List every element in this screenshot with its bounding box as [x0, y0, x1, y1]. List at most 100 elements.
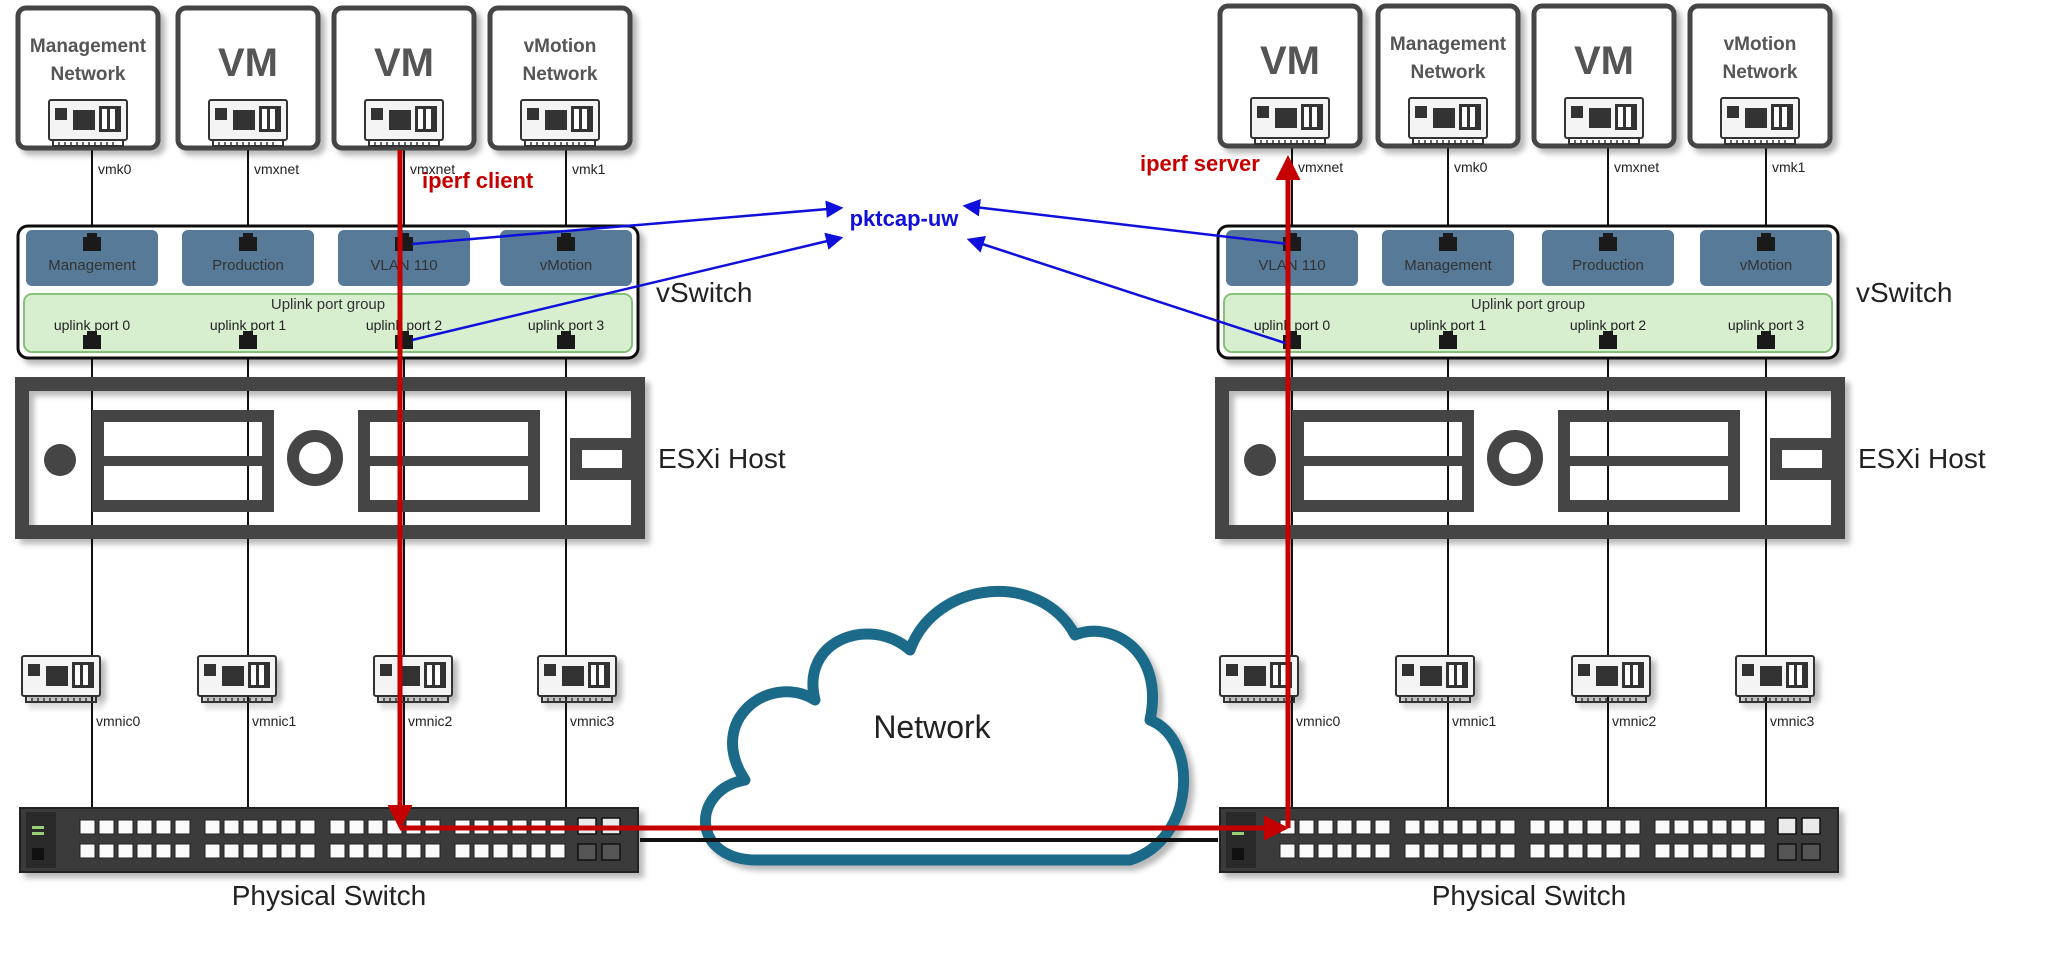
drive-bay — [1292, 410, 1474, 512]
switch-port — [367, 819, 384, 835]
switch-port — [1586, 819, 1603, 835]
switch-port — [261, 819, 278, 835]
chassis-frame — [15, 377, 645, 539]
switch-uplink-port — [601, 843, 621, 861]
switch-port — [280, 819, 297, 835]
vnic-card-icon — [1564, 97, 1644, 145]
pktcap-arrow-uplink0-right — [966, 236, 1289, 346]
portgroup-label: Production — [1572, 257, 1644, 274]
switch-port — [174, 843, 191, 859]
vnic-name: vmxnet — [1614, 159, 1659, 175]
switch-port — [223, 819, 240, 835]
portgroup — [182, 230, 314, 286]
portgroup — [338, 230, 470, 286]
switch-port — [1404, 819, 1421, 835]
switch-chassis — [19, 807, 639, 873]
switch-port — [386, 843, 403, 859]
switch-port — [1355, 843, 1372, 859]
physical-nic-icon — [21, 655, 101, 703]
switch-port — [1567, 843, 1584, 859]
vnic-card-icon — [208, 99, 288, 147]
switch-port — [1529, 843, 1546, 859]
pktcap-label: pktcap-uw — [850, 206, 960, 231]
switch-port — [1605, 819, 1622, 835]
vnic-name: vmk0 — [98, 161, 132, 177]
switch-port — [1336, 819, 1353, 835]
switch-port — [204, 843, 221, 859]
switch-port — [1567, 819, 1584, 835]
esxi-host-label: ESXi Host — [658, 443, 786, 474]
network-cloud: Network — [699, 586, 1190, 866]
drive-bay — [358, 410, 540, 512]
switch-port — [348, 843, 365, 859]
physical-nic-icon — [197, 655, 277, 703]
vmnic-label: vmnic0 — [96, 713, 141, 729]
portgroup — [1700, 230, 1832, 286]
esxi-host-label: ESXi Host — [1858, 443, 1986, 474]
uplink-group-label: Uplink port group — [1471, 296, 1585, 313]
physical-switch-label: Physical Switch — [1432, 880, 1627, 911]
switch-port — [1461, 843, 1478, 859]
switch-port — [511, 843, 528, 859]
chassis-knob-icon — [287, 430, 343, 486]
switch-port — [155, 819, 172, 835]
switch-port — [1442, 843, 1459, 859]
switch-port — [1749, 819, 1766, 835]
switch-port — [1317, 819, 1334, 835]
physical-nic-icon — [537, 655, 617, 703]
switch-port — [1673, 819, 1690, 835]
switch-port — [1298, 819, 1315, 835]
power-indicator-icon — [1244, 444, 1276, 476]
vnic-card-icon — [1720, 97, 1800, 145]
portgroup-label: Production — [212, 257, 284, 274]
vmnic-label: vmnic1 — [252, 713, 297, 729]
switch-port — [1461, 819, 1478, 835]
vnic-name: vmk1 — [1772, 159, 1806, 175]
switch-port — [1749, 843, 1766, 859]
switch-port — [242, 843, 259, 859]
switch-port — [1654, 819, 1671, 835]
switch-led-icon — [1232, 832, 1244, 835]
switch-port — [1480, 819, 1497, 835]
switch-console-port — [1232, 848, 1244, 860]
switch-port — [1654, 843, 1671, 859]
physical-nic-icon — [1395, 655, 1475, 703]
switch-port — [329, 819, 346, 835]
vnic-card-icon — [520, 99, 600, 147]
drive-bay — [1558, 410, 1740, 512]
power-indicator-icon — [44, 444, 76, 476]
vm-label: VM — [218, 41, 278, 85]
portgroup — [1226, 230, 1358, 286]
uplink-port-group — [23, 293, 633, 353]
uplink-port-label: uplink port 3 — [528, 317, 604, 333]
switch-port — [1499, 819, 1516, 835]
vnic-name: vmxnet — [410, 161, 455, 177]
drive-bay — [92, 410, 274, 512]
chassis-slot — [1770, 438, 1834, 480]
uplink-port-label: uplink port 0 — [1254, 317, 1330, 333]
switch-port — [1423, 819, 1440, 835]
physical-nic-icon — [1571, 655, 1651, 703]
vnic-card-icon — [1250, 97, 1330, 145]
uplink-group-label: Uplink port group — [271, 296, 385, 313]
switch-port — [136, 843, 153, 859]
switch-uplink-port — [1801, 843, 1821, 861]
portgroup — [500, 230, 632, 286]
switch-port — [1692, 843, 1709, 859]
switch-port — [1624, 843, 1641, 859]
portgroup — [26, 230, 158, 286]
physical-switch — [1219, 807, 1839, 873]
vmnic-label: vmnic3 — [1770, 713, 1815, 729]
vnic-card-icon — [364, 99, 444, 147]
